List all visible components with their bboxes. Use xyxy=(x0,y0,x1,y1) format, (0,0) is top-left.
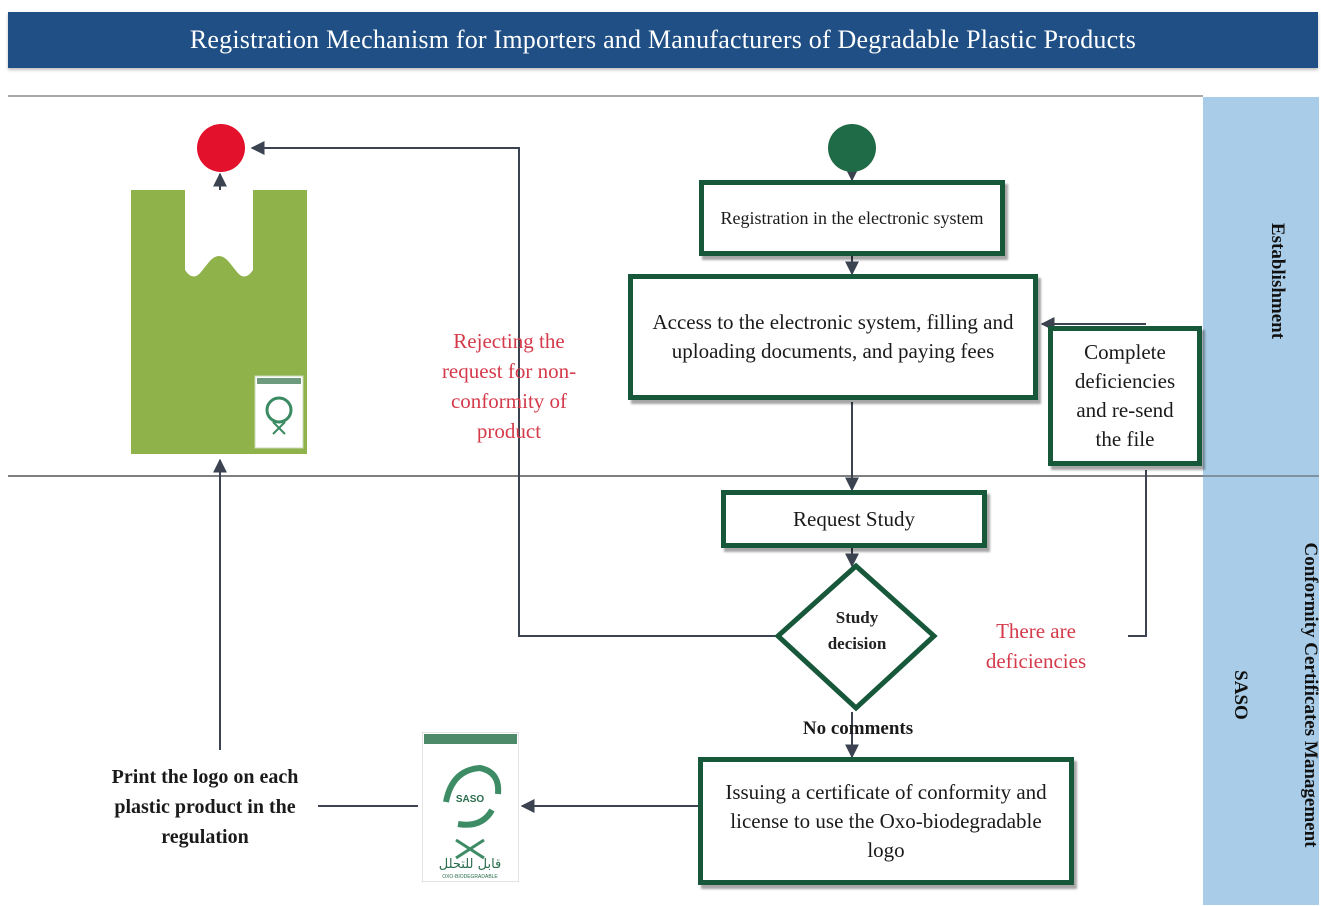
logo-arabic-text: قابل للتحلل xyxy=(439,857,502,872)
oxo-biodegradable-logo-icon: SASO قابل للتحلل OXO-BIODEGRADABLE xyxy=(422,732,519,882)
deficiencies-label: There are deficiencies xyxy=(985,619,1087,673)
complete-deficiencies-box: Complete deficiencies and re-send the fi… xyxy=(1048,326,1202,466)
request-study-box: Request Study xyxy=(721,490,987,548)
start-circle xyxy=(828,124,876,172)
logo-subtitle: OXO-BIODEGRADABLE xyxy=(442,874,498,880)
issuing-certificate-box: Issuing a certificate of conformity and … xyxy=(698,757,1074,885)
no-comments-label: No comments xyxy=(802,718,914,739)
print-logo-label: Print the logo on each plastic product i… xyxy=(111,766,299,848)
study-decision-diamond xyxy=(774,562,938,712)
end-circle xyxy=(197,124,245,172)
access-box: Access to the electronic system, filling… xyxy=(628,274,1038,400)
study-decision-label: Study decision xyxy=(827,608,887,653)
registration-box: Registration in the electronic system xyxy=(699,180,1005,256)
plastic-bag-icon xyxy=(131,190,307,454)
logo-saso-text: SASO xyxy=(456,794,485,805)
swimlane-label-column xyxy=(1203,97,1319,905)
rejecting-label: Rejecting the request for non-conformity… xyxy=(441,329,577,443)
diagram-title: Registration Mechanism for Importers and… xyxy=(8,12,1318,68)
